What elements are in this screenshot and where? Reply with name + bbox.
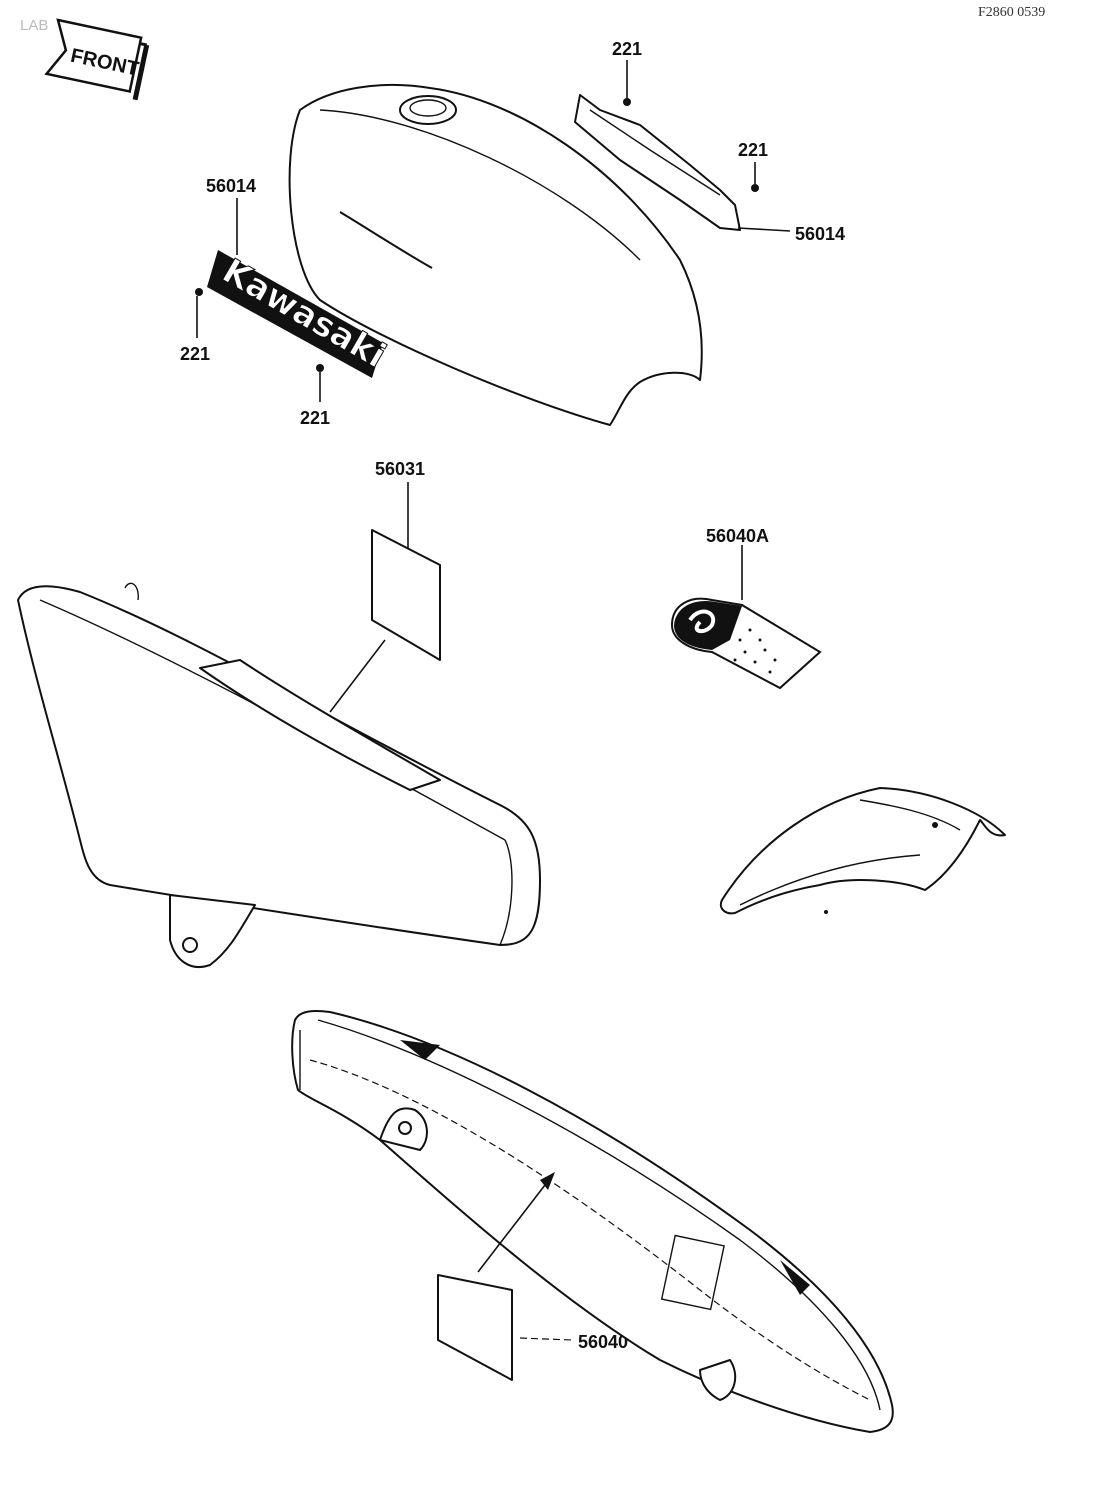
callout-chain-case-label: 56040 [578, 1332, 628, 1352]
arrow-icon [540, 1172, 555, 1190]
rear-fender [719, 787, 1006, 915]
chain-case [291, 1010, 894, 1433]
callout-emblem-right: 56014 [795, 224, 845, 244]
callout-screw-c: 221 [180, 344, 210, 364]
callout-screw-d: 221 [300, 408, 330, 428]
callout-warning-label: 56040A [706, 526, 769, 546]
callout-emblem-left: 56014 [206, 176, 256, 196]
callout-screw-b: 221 [738, 140, 768, 160]
tank-emblem-right [574, 94, 741, 231]
corner-text: LAB [20, 17, 48, 34]
callout-side-cover-label: 56031 [375, 459, 425, 479]
reference-code: F2860 0539 [978, 5, 1045, 20]
warning-label-sticker [670, 597, 822, 690]
side-cover-label-sticker [371, 529, 441, 661]
side-cover [17, 582, 541, 968]
chain-case-label-sticker [437, 1274, 513, 1381]
screw-icon [195, 98, 759, 372]
fuel-tank [288, 83, 703, 426]
callout-screw-a: 221 [612, 39, 642, 59]
front-badge: FRONT [44, 18, 150, 101]
